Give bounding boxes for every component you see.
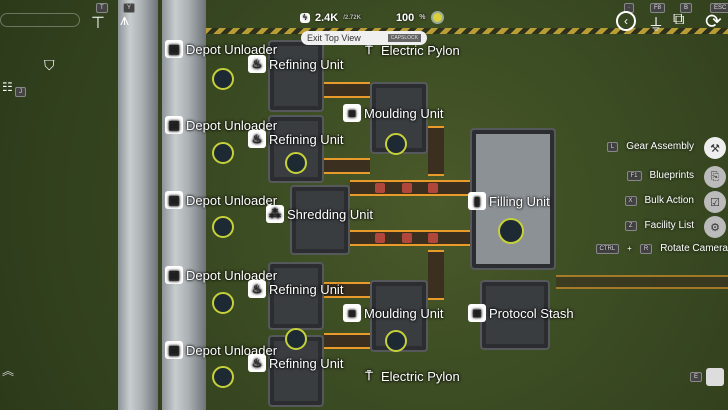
list-icon[interactable]: ☷ <box>2 80 13 94</box>
label-depot-unloader: ▤Depot Unloader <box>165 116 277 134</box>
exit-icon[interactable]: ⟳ <box>705 11 722 33</box>
port[interactable] <box>212 142 234 164</box>
conveyor-belt <box>324 158 370 174</box>
filling-icon: ▮ <box>468 192 486 210</box>
build-icon[interactable] <box>706 368 724 386</box>
power-icon: ϟ <box>300 12 310 23</box>
conveyor-belt <box>324 82 370 98</box>
label-electric-pylon: ⍑Electric Pylon <box>360 41 459 59</box>
label-refining-unit: ♨Refining Unit <box>248 130 343 148</box>
pylon-icon: ⍑ <box>365 368 373 383</box>
belt-item <box>402 183 412 193</box>
label-refining-unit: ♨Refining Unit <box>248 280 343 298</box>
label-refining-unit: ♨Refining Unit <box>248 55 343 73</box>
depot-icon: ▤ <box>165 341 183 359</box>
belt-item <box>428 233 438 243</box>
depot-icon: ▤ <box>165 116 183 134</box>
port[interactable] <box>285 152 307 174</box>
port[interactable] <box>385 330 407 352</box>
port[interactable] <box>212 216 234 238</box>
conveyor-belt <box>324 333 370 349</box>
port[interactable] <box>498 218 524 244</box>
blueprints-icon[interactable]: ⎘ <box>704 166 726 188</box>
label-shredding-unit: ⁂Shredding Unit <box>266 205 373 223</box>
label-filling-unit: ▮Filling Unit <box>468 192 550 210</box>
depot-icon: ▤ <box>165 266 183 284</box>
pylon-build-icon[interactable]: ⩚ <box>120 12 130 29</box>
port[interactable] <box>212 366 234 388</box>
refining-unit-1[interactable] <box>268 40 324 112</box>
belt-item <box>375 233 385 243</box>
depot-icon: ▤ <box>165 40 183 58</box>
belt-item <box>375 183 385 193</box>
flame-icon: ♨ <box>248 55 266 73</box>
conveyor-belt <box>428 126 444 176</box>
label-moulding-unit: ◙Moulding Unit <box>343 104 444 122</box>
port[interactable] <box>212 68 234 90</box>
shred-icon: ⁂ <box>266 205 284 223</box>
label-refining-unit: ♨Refining Unit <box>248 354 343 372</box>
flame-icon: ♨ <box>248 280 266 298</box>
flame-icon: ♨ <box>248 130 266 148</box>
mould-icon: ◙ <box>343 104 361 122</box>
depot-icon: ▤ <box>165 191 183 209</box>
conveyor-rail-left <box>118 0 158 410</box>
pylon-icon: ⍑ <box>365 42 373 57</box>
protocol-stash[interactable] <box>480 280 550 350</box>
power-status-icon <box>430 11 444 24</box>
conveyor-belt <box>556 275 728 289</box>
stash-icon: ≣ <box>468 304 486 322</box>
label-depot-unloader: ▤Depot Unloader <box>165 191 277 209</box>
port[interactable] <box>285 328 307 350</box>
search-bar[interactable] <box>0 13 80 27</box>
power-readout: ϟ 2.4K /2.72K 100 % <box>300 11 444 24</box>
flame-icon: ♨ <box>248 354 266 372</box>
expand-up-icon[interactable]: ︽ <box>2 364 15 378</box>
shredding-unit[interactable] <box>290 185 350 255</box>
label-depot-unloader: ▤Depot Unloader <box>165 266 277 284</box>
label-moulding-unit: ◙Moulding Unit <box>343 304 444 322</box>
back-button[interactable]: ‹ <box>616 11 636 31</box>
label-electric-pylon: ⍑Electric Pylon <box>360 367 459 385</box>
label-protocol-stash: ≣Protocol Stash <box>468 304 574 322</box>
belt-item <box>428 183 438 193</box>
label-depot-unloader: ▤Depot Unloader <box>165 341 277 359</box>
port[interactable] <box>385 133 407 155</box>
facility-list-icon[interactable]: ⚙ <box>704 216 726 238</box>
hazard-border <box>205 28 728 34</box>
label-depot-unloader: ▤Depot Unloader <box>165 40 277 58</box>
conveyor-belt <box>428 250 444 300</box>
exit-top-view-button[interactable]: Exit Top View CAPSLOCK <box>301 31 427 45</box>
mould-icon: ◙ <box>343 304 361 322</box>
hierarchy-icon[interactable]: ⊤ <box>91 15 105 32</box>
port[interactable] <box>212 292 234 314</box>
bulk-action-icon[interactable]: ☑ <box>704 191 726 213</box>
map-search-icon[interactable]: ⛉ <box>44 57 55 73</box>
gear-assembly-icon[interactable]: ⚒ <box>704 137 726 159</box>
belt-item <box>402 233 412 243</box>
toolbox-icon[interactable]: ⧉ <box>673 11 685 28</box>
conveyor-belt <box>324 282 370 298</box>
blueprint-icon[interactable]: ⏚ <box>648 17 665 34</box>
